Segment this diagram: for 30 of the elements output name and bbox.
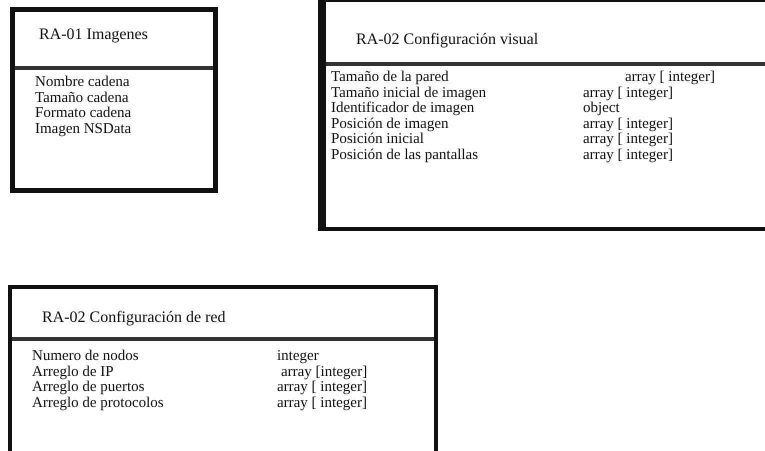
field-type: integer xyxy=(277,349,320,364)
field-type: array [integer] xyxy=(280,364,368,380)
field-name: Arreglo de IP xyxy=(32,364,115,380)
field-type: array [ integer] xyxy=(583,116,674,132)
field-name: Posición inicial xyxy=(331,132,424,148)
field-name: Formato cadena xyxy=(35,106,132,122)
field-name: Tamaño cadena xyxy=(35,90,130,106)
field-type: array [ integer] xyxy=(583,86,674,101)
field-type: array [ integer] xyxy=(583,132,674,148)
field-name: Arreglo de protocolos xyxy=(32,396,165,411)
field-name: Arreglo de puertos xyxy=(32,380,146,396)
field-type: array [ integer] xyxy=(624,70,716,86)
field-name: Tamaño inicial de imagen xyxy=(331,86,488,101)
table-title: RA-02 Configuración visual xyxy=(356,31,538,49)
field-name: Identificador de imagen xyxy=(331,101,474,116)
table-box xyxy=(8,285,438,451)
field-name: Nombre cadena xyxy=(35,75,131,90)
field-name: Posición de imagen xyxy=(331,116,450,132)
field-name: Imagen NSData xyxy=(35,122,132,137)
table-box xyxy=(10,7,218,193)
table-box xyxy=(318,0,765,231)
table-title: RA-01 Imagenes xyxy=(39,26,148,44)
field-name: Posición de las pantallas xyxy=(331,148,480,163)
field-name: Numero de nodos xyxy=(32,349,140,364)
field-type: array [ integer] xyxy=(583,148,674,163)
field-type: object xyxy=(583,101,621,116)
table-title: RA-02 Configuración de red xyxy=(42,309,226,327)
field-type: array [ integer] xyxy=(277,380,368,396)
field-name: Tamaño de la pared xyxy=(331,70,450,86)
field-type: array [ integer] xyxy=(277,396,368,411)
